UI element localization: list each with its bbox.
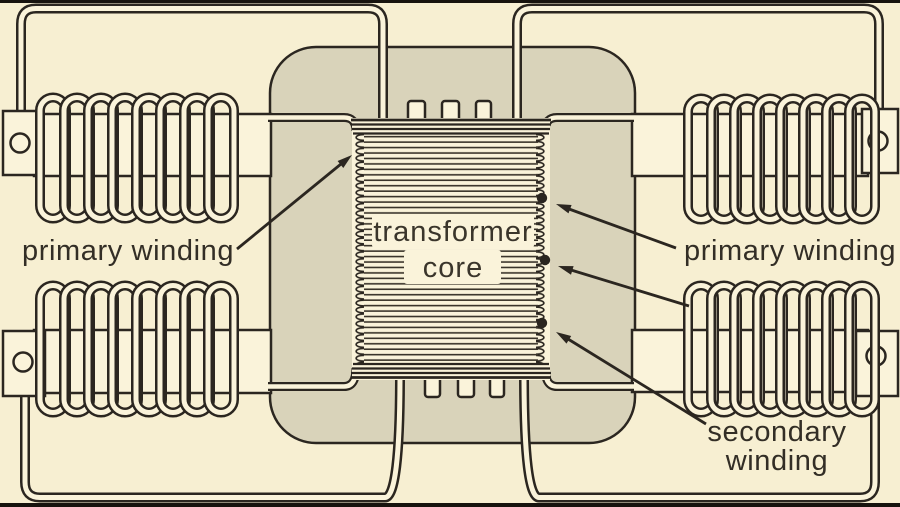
pointer-line-secondary — [567, 337, 707, 426]
primary-coil-bottom-left — [40, 286, 234, 413]
wire-loop-bottom-right — [521, 373, 878, 500]
primary-coil-bottom-right — [688, 286, 875, 413]
pointer-arrow-secondary — [556, 332, 572, 344]
label-secondary-winding-line1: secondary — [707, 416, 846, 448]
terminal-hole-bottom-left — [12, 351, 34, 373]
label-transformer-core-line2: core — [423, 252, 483, 284]
pointer-dot-primary-right-1 — [536, 192, 548, 204]
top-border — [0, 0, 900, 3]
pointer-dot-secondary — [536, 317, 548, 329]
pointer-dot-primary-right-2 — [539, 254, 551, 266]
wire-loop-bottom-left — [22, 373, 403, 500]
labels: primary winding primary winding secondar… — [22, 235, 896, 477]
winding-top-turns — [351, 118, 551, 135]
label-transformer-core-line1: transformer — [373, 216, 532, 248]
bottom-border — [0, 503, 900, 507]
label-primary-winding-left: primary winding — [22, 235, 234, 267]
terminal-hole-top-left — [9, 132, 31, 154]
pointer-line-primary-right-1 — [568, 207, 677, 250]
pointer-line-primary-right-2 — [570, 268, 690, 308]
primary-coil-top-right — [688, 99, 875, 220]
callout-pointers — [236, 155, 707, 426]
winding-bottom-turns — [351, 362, 551, 379]
core-label-plate-1 — [372, 214, 534, 248]
pointer-arrow-primary-left — [337, 155, 352, 168]
pointer-arrow-primary-right-1 — [556, 204, 572, 214]
winding-turn-lines — [361, 134, 541, 364]
primary-coil-top-left — [40, 98, 234, 219]
core-label-plate-2 — [404, 250, 501, 284]
secondary-winding-assembly: transformer core — [347, 118, 553, 380]
pointer-arrow-primary-right-2 — [558, 266, 574, 275]
label-primary-winding-right: primary winding — [684, 235, 896, 267]
winding-turn-edges-left — [347, 134, 365, 364]
label-secondary-winding-line2: winding — [725, 445, 829, 477]
outer-wire-loops — [16, 3, 884, 503]
wire-loop-top-left — [18, 6, 386, 124]
wire-loop-top-right — [514, 6, 882, 124]
pointer-line-primary-left — [236, 162, 342, 251]
